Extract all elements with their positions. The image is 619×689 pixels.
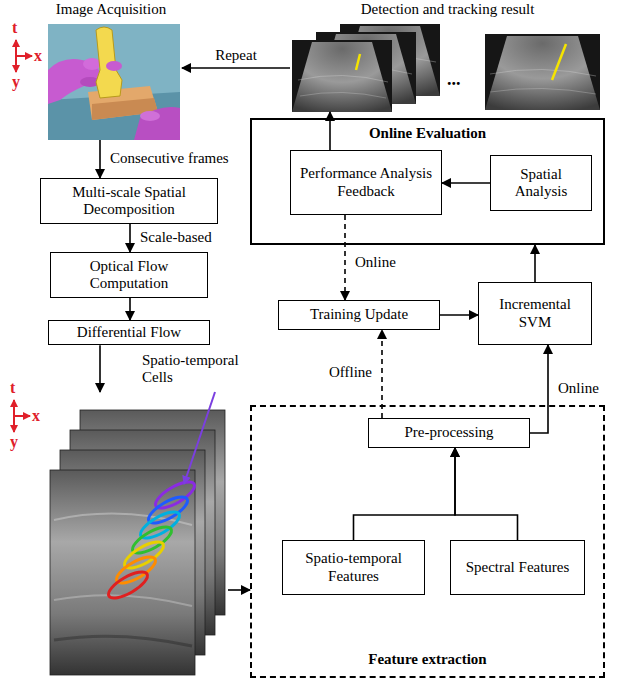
flow-arrow [99,345,101,392]
flow-arrow [129,224,131,252]
flow-arrow [534,245,536,282]
frame-stack [50,410,225,675]
acquisition-photo-part [96,27,122,98]
acquisition-photo-part [106,61,122,71]
flow-arrow [354,448,456,540]
spatio-temporal-cells-part [105,567,151,603]
tracking-frames-part [485,34,600,110]
feature-group: Feature extraction Pre-processingSpatio-t… [250,405,605,678]
cells-figure: Spatio-temporal Cells [25,392,228,682]
box-text: Performance Analysis Feedback [297,165,435,200]
heading-text: Feature extraction [252,651,603,668]
tracking-frames-part-part [356,54,360,70]
process-box: Incremental SVM [478,282,592,345]
tracking-frames-part-part [490,69,596,76]
feature-box: Spectral Features [450,540,585,595]
axes-stack [14,400,30,432]
tracking-frames-part-part [298,75,388,82]
flow-arrow [442,182,490,184]
leader-arrow [184,392,215,484]
heading-text: Online Evaluation [252,125,603,142]
tracking-frames-part-part [485,36,600,110]
frame-stack-part [54,636,192,646]
process-box: Pre-processing [368,418,530,448]
box-text: Spatio-temporal Features [289,550,418,585]
spatio-temporal-cells-part [113,552,159,588]
flow-arrow [129,298,131,320]
result-figure: Detection and tracking result [290,0,605,112]
acquisition-photo-part [134,107,180,140]
feature-box: Spatio-temporal Features [282,540,425,595]
process-box: Optical Flow Computation [50,252,208,298]
tracking-frames-part-part [300,92,386,98]
axis-label: x [32,408,40,424]
acquisition-figure: Image Acquisition [40,0,182,140]
evaluation-group: Online EvaluationPerformance Analysis Fe… [250,118,605,245]
box-text: Optical Flow Computation [57,258,201,293]
box-text: Spatial Analysis [497,166,585,201]
box-text: Incremental SVM [485,296,585,331]
process-box: Performance Analysis Feedback [290,150,442,215]
frame-stack-part [54,514,192,525]
axes-top-part [15,40,17,56]
heading-text: Detection and tracking result [270,1,619,18]
edge-label: Online [353,254,398,271]
tracking-frames [292,24,600,112]
spatio-temporal-cells-part [137,507,183,543]
axis-label: x [34,48,42,64]
process-box: Training Update [278,300,440,330]
tracking-frames-part-part [485,34,600,110]
heading-text: Spatio-temporal Cells [142,352,250,387]
axis-label: t [10,380,15,396]
tracking-frames-part-part [292,40,392,112]
tracking-frames-part-part [292,42,392,112]
flow-arrow [182,67,290,69]
tracking-frames-part-part [490,88,596,94]
acquisition-photo-part [48,24,180,140]
tracking-frames-part [292,40,392,112]
axes-stack-part [13,416,15,432]
process-box: Multi-scale Spatial Decomposition [40,178,218,224]
acquisition-photo-part [83,58,101,70]
frame-stack-part [50,470,195,675]
flow-arrow [440,314,478,316]
flow-arrow [455,448,518,540]
axis-label: y [12,74,20,90]
axis-label: t [12,20,17,36]
flow-arrow [99,140,101,178]
box-text: Multi-scale Spatial Decomposition [47,184,211,219]
box-text: Differential Flow [77,324,181,341]
edge-label: Consecutive frames [108,150,231,167]
edge-label: Repeat [213,47,259,64]
spatio-temporal-cells-part [121,537,167,573]
spatio-temporal-cells [105,477,198,603]
tracking-frames-part-part [552,44,566,80]
axis-label: y [10,434,18,450]
box-text: Training Update [310,306,408,323]
edge-label: Online [556,380,601,397]
edge-label: Scale-based [138,229,214,246]
box-text: Spectral Features [466,559,570,576]
axes-top-part [15,56,17,72]
heading-text: Image Acquisition [20,1,202,18]
axes-stack-part [13,400,15,416]
box-text: Pre-processing [404,424,493,441]
dashed-arrow [344,215,346,300]
spatio-temporal-cells-part [145,492,191,528]
acquisition-photo-part [140,111,160,121]
edge-label: Offline [327,364,374,381]
axes-top-part [16,55,32,57]
flow-arrow [530,345,548,433]
axes-stack-part [14,415,30,417]
process-box: Spatial Analysis [490,155,592,211]
acquisition-photo [48,24,180,140]
process-box: Differential Flow [48,320,210,345]
axes-top [16,40,32,72]
ellipsis-mark: ... [447,70,461,88]
flow-arrow [228,589,250,591]
spatio-temporal-cells-part [129,522,175,558]
